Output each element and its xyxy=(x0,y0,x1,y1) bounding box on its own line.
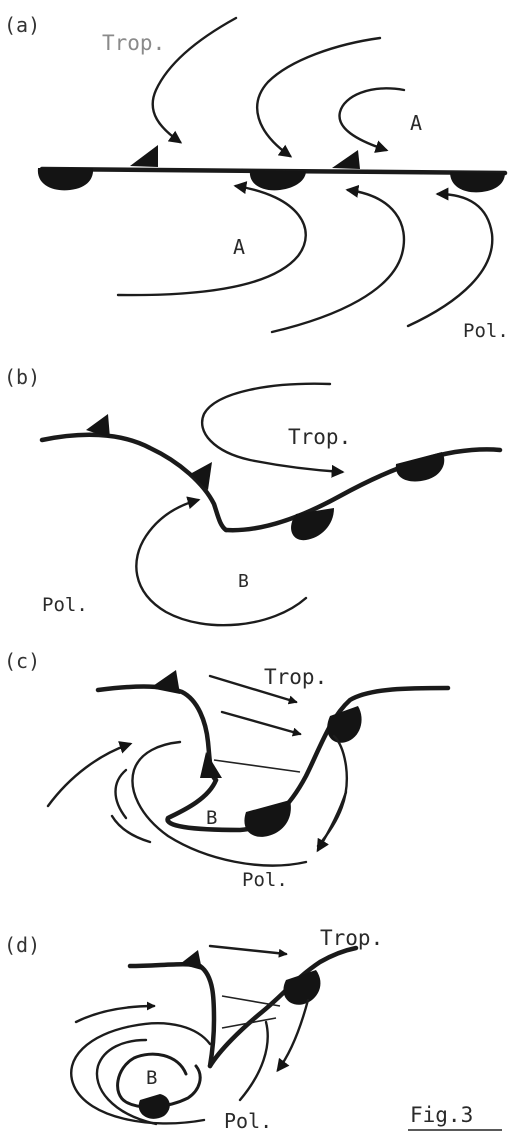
panel-c-trop-label: Trop. xyxy=(264,665,327,689)
panel-a-cold-front-triangle-2 xyxy=(332,150,360,169)
panel-c-thin-line xyxy=(213,759,301,773)
panel-d-thin-line xyxy=(221,995,281,1007)
panel-a-trop-flow-1 xyxy=(151,16,238,144)
panel-b-pol-label: Pol. xyxy=(42,594,88,616)
panel-b-warm-front xyxy=(223,447,503,533)
panel-c-center-label: B xyxy=(206,807,217,829)
panel-a-trop-label: Trop. xyxy=(102,31,165,55)
panel-a-pol-flow-1 xyxy=(116,181,307,297)
panel-c-pol-arrow xyxy=(316,790,348,853)
panel-a-pol-flow-3 xyxy=(406,187,494,328)
panel-c-trop-arrow-2 xyxy=(220,710,302,737)
panel-d-trop-arrow xyxy=(208,944,288,958)
panel-a-warm-front-semicircle-2 xyxy=(249,170,306,191)
panel-c-pol-label: Pol. xyxy=(242,869,288,891)
panel-c-trop-arrow-1 xyxy=(208,674,298,705)
panel-c-cold-front-triangle-1 xyxy=(150,670,180,694)
panel-b-cold-front-triangle-2 xyxy=(190,462,212,490)
panel-d-pol-arrow xyxy=(276,998,310,1073)
panel-c-inflow-left xyxy=(46,741,133,808)
panel-c-right-flow xyxy=(316,734,348,848)
panel-b: (b) Trop. B Pol. xyxy=(4,365,503,627)
panel-d-center-label: B xyxy=(146,1067,157,1089)
panel-a-trop-flow-2 xyxy=(255,36,382,158)
panel-d-circulation-outer xyxy=(70,1022,212,1125)
panel-b-cold-front xyxy=(39,432,229,533)
panel-a-warm-front-semicircle-3 xyxy=(450,172,505,193)
panel-d-inflow-left xyxy=(74,1001,156,1024)
panel-d-warm-front-semicircle xyxy=(283,970,321,1005)
panel-c-warm-front-semicircle-2 xyxy=(327,706,362,743)
panel-c-circulation-outer xyxy=(131,740,308,867)
panel-c-circulation-dash-2 xyxy=(110,814,152,844)
panel-a-trop-flow-3 xyxy=(338,87,406,153)
panel-d-cold-front-triangle xyxy=(180,950,202,970)
panel-d-occlusion-spiral xyxy=(116,1052,202,1109)
panel-b-warm-front-semicircle-2 xyxy=(395,452,445,482)
panel-b-warm-front-semicircle-1 xyxy=(291,508,334,541)
panel-b-pol-flow xyxy=(135,496,308,627)
panel-a-air-label-a1: A xyxy=(410,111,422,135)
panel-c-warm-front-semicircle-1 xyxy=(244,800,291,837)
panel-d-spiral-blob xyxy=(138,1094,170,1119)
panel-a-warm-front-semicircle-1 xyxy=(37,168,94,191)
panel-c: (c) Trop. B Pol. xyxy=(4,649,451,891)
panel-d-pol-label: Pol. xyxy=(224,1109,272,1133)
panel-d-thin-line-2 xyxy=(221,1017,277,1029)
panel-c-circulation-dash-1 xyxy=(114,768,128,820)
panel-b-trop-label: Trop. xyxy=(288,425,351,449)
panel-d-flow-right-inner xyxy=(238,1020,269,1102)
panel-b-label: (b) xyxy=(4,365,40,389)
panel-c-cold-front-triangle-2 xyxy=(200,752,222,778)
panel-a-label: (a) xyxy=(4,13,40,37)
panel-c-cold-front xyxy=(95,684,219,783)
panel-d-warm-front xyxy=(207,945,359,1069)
panel-d-cold-front xyxy=(127,961,217,1069)
panel-c-label: (c) xyxy=(4,649,40,673)
panel-a-cold-front-triangle-1 xyxy=(130,145,158,167)
panel-d: (d) Trop. B Pol. Fig.3 xyxy=(4,926,502,1133)
panel-a-pol-flow-2 xyxy=(270,184,406,334)
panel-d-circulation-mid xyxy=(95,1038,158,1126)
panel-b-trop-flow xyxy=(201,382,345,478)
panel-d-trop-label: Trop. xyxy=(320,926,383,950)
figure-label: Fig.3 xyxy=(410,1103,473,1127)
panel-b-center-label: B xyxy=(238,571,249,592)
panel-a-air-label-a2: A xyxy=(233,235,245,259)
panel-d-label: (d) xyxy=(4,933,40,957)
panel-a-pol-label: Pol. xyxy=(463,320,509,342)
panel-b-cold-front-triangle-1 xyxy=(86,414,110,438)
panel-a: (a) Trop. A A Pol. xyxy=(4,13,509,342)
